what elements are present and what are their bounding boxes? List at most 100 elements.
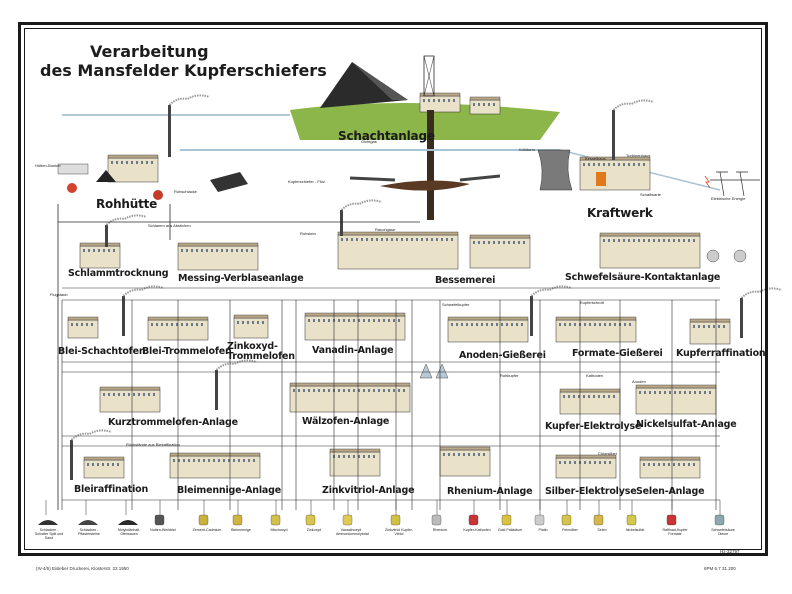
roof: [599, 232, 701, 237]
window: [584, 323, 586, 326]
smoke: [612, 99, 654, 111]
window: [178, 459, 180, 462]
product-label: Schlacken - Schotter Split und Sand: [34, 528, 64, 541]
label-bleiraffination: Bleiraffination: [74, 484, 149, 495]
window: [623, 239, 625, 242]
roof: [79, 242, 121, 247]
window: [411, 238, 413, 241]
window: [416, 238, 418, 241]
product-label: Mischoxyd: [270, 528, 288, 532]
window: [523, 241, 525, 244]
product-icon: [626, 514, 637, 526]
window: [428, 99, 430, 102]
window: [511, 323, 513, 326]
label-waelzofen: Wälzofen-Anlage: [302, 416, 390, 427]
window: [659, 391, 661, 394]
window: [431, 238, 433, 241]
product-label: Schwefelsäure Oleum: [711, 528, 735, 537]
window: [103, 249, 105, 252]
label-selen: Selen-Anlage: [636, 486, 705, 497]
window: [563, 395, 565, 398]
window: [648, 239, 650, 242]
window: [383, 319, 385, 322]
window: [123, 393, 125, 396]
slag-pot: [153, 190, 163, 200]
window: [378, 319, 380, 322]
window: [221, 249, 223, 252]
window: [76, 323, 78, 326]
smoke: [105, 214, 147, 226]
product-icon: [270, 514, 281, 526]
window: [598, 163, 600, 166]
headframe-struts: [423, 55, 435, 97]
tank: [733, 249, 747, 263]
label-rhenium: Rhenium-Anlage: [447, 486, 533, 497]
window: [381, 238, 383, 241]
boiler-fire: [596, 172, 606, 186]
window: [368, 319, 370, 322]
product-heap: [118, 520, 138, 525]
window: [603, 395, 605, 398]
window: [628, 239, 630, 242]
product-label: Platin: [538, 528, 548, 532]
window: [644, 391, 646, 394]
window: [393, 319, 395, 322]
product-icon: [390, 514, 401, 526]
roof: [169, 452, 261, 457]
smoke: [530, 285, 572, 297]
window: [346, 238, 348, 241]
window: [521, 323, 523, 326]
window: [643, 463, 645, 466]
window: [476, 323, 478, 326]
pylon: [716, 171, 748, 197]
window: [348, 389, 350, 392]
window: [151, 323, 153, 326]
window: [483, 241, 485, 244]
window: [148, 393, 150, 396]
window: [491, 323, 493, 326]
product-icon: [666, 514, 677, 526]
window: [188, 459, 190, 462]
window: [493, 103, 495, 106]
window: [693, 325, 695, 328]
window: [131, 161, 133, 164]
window: [498, 241, 500, 244]
window: [112, 463, 114, 466]
window: [678, 239, 680, 242]
window: [683, 239, 685, 242]
window: [713, 325, 715, 328]
product-label: Zinkvitriol Kupfer-Vitriol: [385, 528, 413, 537]
small-label-kupferschiefer: Kupferschiefer - Flöz: [288, 179, 325, 184]
window: [501, 323, 503, 326]
window: [113, 393, 115, 396]
roof: [83, 456, 125, 461]
window: [473, 453, 475, 456]
small-label-elektrische-energie: Elektrische Energie: [711, 196, 746, 201]
product-label: Rhenium: [432, 528, 448, 532]
ore-seam: [380, 180, 470, 191]
window: [102, 463, 104, 466]
window: [171, 323, 173, 326]
roof: [329, 448, 381, 453]
window: [473, 241, 475, 244]
window: [461, 323, 463, 326]
window: [604, 323, 606, 326]
window: [196, 249, 198, 252]
window: [453, 99, 455, 102]
window: [471, 323, 473, 326]
window: [88, 249, 90, 252]
label-anoden: Anoden-Gießerei: [459, 350, 546, 361]
window: [648, 463, 650, 466]
label-rohhuette: Rohhütte: [96, 197, 158, 211]
window: [358, 455, 360, 458]
roof: [337, 231, 459, 236]
window: [92, 463, 94, 466]
label-kraftwerk: Kraftwerk: [587, 206, 653, 220]
window: [448, 99, 450, 102]
window: [388, 319, 390, 322]
window: [176, 323, 178, 326]
window: [488, 241, 490, 244]
window: [603, 163, 605, 166]
window: [633, 163, 635, 166]
